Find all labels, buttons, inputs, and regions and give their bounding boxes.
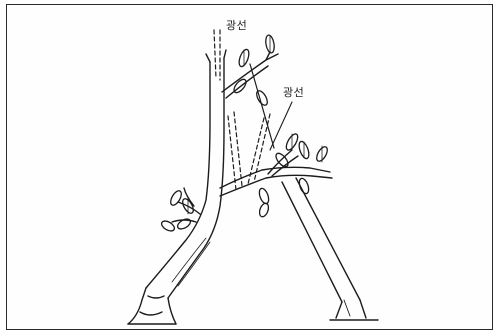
upper-shoot-2: [224, 50, 226, 58]
scaffold-branch-lower: [220, 175, 332, 196]
scaffold-branch-upper: [220, 167, 330, 188]
upper-shoot-1: [206, 54, 210, 62]
light-label-upper: 광선: [226, 17, 247, 33]
light-label-right: 광선: [283, 84, 304, 100]
light-ray-dashed-upper: [214, 30, 242, 190]
trunk-base: [128, 288, 146, 324]
branch-top-right: [222, 52, 270, 92]
light-ray-solid: [250, 64, 274, 148]
support-pole-right: [296, 178, 360, 300]
leaves: [160, 34, 330, 233]
support-pole-left: [282, 182, 342, 302]
